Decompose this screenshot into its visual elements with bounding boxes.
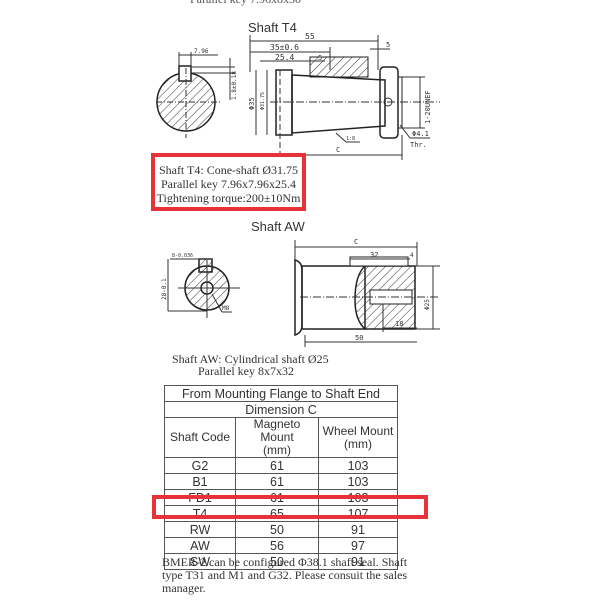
table-subtitle: Dimension C: [164, 401, 398, 418]
svg-text:Φ31.75: Φ31.75: [260, 92, 266, 110]
aw-caption-line1: Shaft AW: Cylindrical shaft Ø25: [172, 352, 329, 366]
shaft-aw-title: Shaft AW: [251, 219, 305, 234]
svg-text:Φ35: Φ35: [248, 97, 256, 110]
svg-text:1-20UNEF: 1-20UNEF: [424, 90, 432, 124]
svg-text:5: 5: [318, 54, 322, 62]
aw-caption-line2: Parallel key 8x7x32: [198, 364, 294, 378]
svg-text:M8: M8: [222, 305, 230, 312]
svg-text:35±0.6: 35±0.6: [270, 43, 299, 52]
t4-caption-line1: Shaft T4: Cone-shaft Ø31.75: [158, 163, 299, 177]
t4-row-highlight: [152, 495, 428, 519]
configuration-note: BMER-2 can be configured Φ38.1 shaft sea…: [162, 555, 408, 595]
shaft-aw-drawing: 8-0.036 28-0.1 M8 C 32 4 Φ25 18 50: [161, 238, 440, 347]
aw-caption: Shaft AW: Cylindrical shaft Ø25 Parallel…: [172, 353, 329, 377]
t4-caption-line3: Tightening torque:200±10Nm: [156, 191, 301, 205]
svg-text:Thr.: Thr.: [410, 141, 427, 149]
t4-caption-highlight: [151, 153, 306, 211]
header-wheel-mount: Wheel Mount(mm): [318, 417, 398, 458]
svg-text:32: 32: [370, 251, 378, 259]
svg-text:55: 55: [305, 32, 315, 41]
svg-text:Φ25: Φ25: [424, 299, 431, 310]
dimension-c-table: From Mounting Flange to Shaft End Dimens…: [164, 385, 398, 570]
svg-text:25.4: 25.4: [275, 53, 294, 62]
svg-text:4: 4: [410, 252, 414, 259]
shaft-t4-title: Shaft T4: [248, 20, 297, 35]
svg-text:8-0.036: 8-0.036: [172, 253, 193, 259]
svg-text:18: 18: [395, 320, 403, 328]
svg-text:50: 50: [355, 334, 363, 342]
table-title: From Mounting Flange to Shaft End: [164, 385, 398, 402]
t4-caption: Shaft T4: Cone-shaft Ø31.75 Parallel key…: [155, 163, 302, 205]
cutoff-caption: Parallel key 7.96x8x30: [190, 0, 301, 7]
svg-text:Φ4.1: Φ4.1: [412, 130, 429, 138]
t4-key-width-label: 7.96: [194, 48, 209, 55]
svg-text:C: C: [354, 238, 358, 246]
svg-text:28-0.1: 28-0.1: [161, 278, 168, 300]
header-shaft-code: Shaft Code: [164, 417, 236, 458]
t4-caption-line2: Parallel key 7.96x7.96x25.4: [161, 177, 296, 191]
svg-text:5: 5: [386, 41, 390, 49]
svg-text:C: C: [336, 146, 340, 154]
svg-text:1.8±0.18: 1.8±0.18: [231, 71, 238, 100]
header-magneto-mount: Magneto Mount(mm): [235, 417, 319, 458]
shaft-t4-drawing: 7.96 1.8±0.18 55 35±0.6 25.4 5 5 Φ35 Φ31…: [156, 32, 440, 160]
svg-text:1:8: 1:8: [346, 136, 355, 142]
